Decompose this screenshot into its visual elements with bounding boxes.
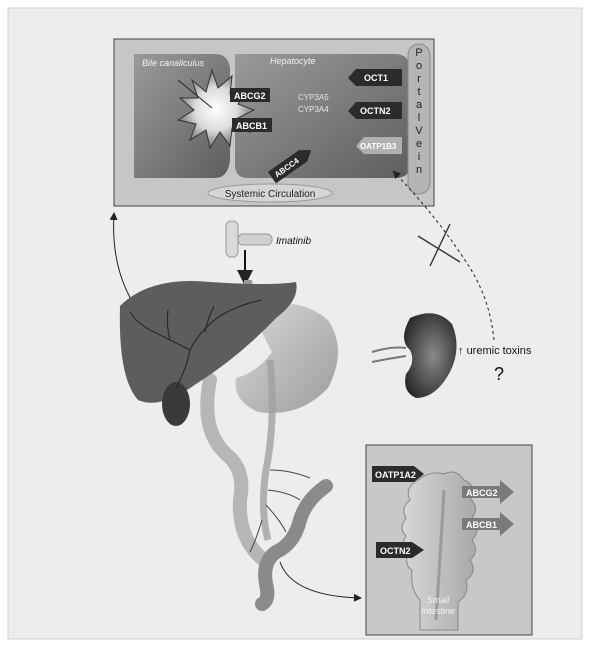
oatp1a2-label: OATP1A2 [375,470,416,480]
uremic-toxins-label: ↑ uremic toxins [458,345,532,357]
bile-canaliculus-label: Bile canaliculus [142,58,205,68]
octn2-hepatic-label: OCTN2 [360,106,391,116]
abcb1-hepatic-label: ABCB1 [236,121,267,131]
intestine-panel: OATP1A2 ABCG2 ABCB1 OCTN2 SmallIntestine [366,445,532,635]
cyp3a5-label: CYP3A5 [298,93,329,102]
abcb1-intestinal-label: ABCB1 [466,520,497,530]
oct1-arrow: OCT1 [348,69,402,86]
gallbladder [162,382,190,426]
abcg2-hepatic-label: ABCG2 [234,91,266,101]
oct1-label: OCT1 [364,73,388,83]
oatp1b3-arrow: OATP1B3 [356,137,402,154]
oatp1b3-label: OATP1B3 [360,142,397,151]
oatp1a2-arrow: OATP1A2 [372,466,424,482]
hepatocyte-panel: Bile canaliculus Hepatocyte ABCG2 ABCB1 … [114,39,434,206]
octn2-arrow: OCTN2 [348,102,402,119]
octn2-intestinal-label: OCTN2 [380,546,411,556]
hepatocyte-label: Hepatocyte [270,56,316,66]
cyp3a4-label: CYP3A4 [298,105,329,114]
question-mark: ? [494,364,504,384]
imatinib-label: Imatinib [276,236,311,247]
systemic-circulation-label: Systemic Circulation [225,189,316,200]
abcg2-intestinal-label: ABCG2 [466,488,498,498]
